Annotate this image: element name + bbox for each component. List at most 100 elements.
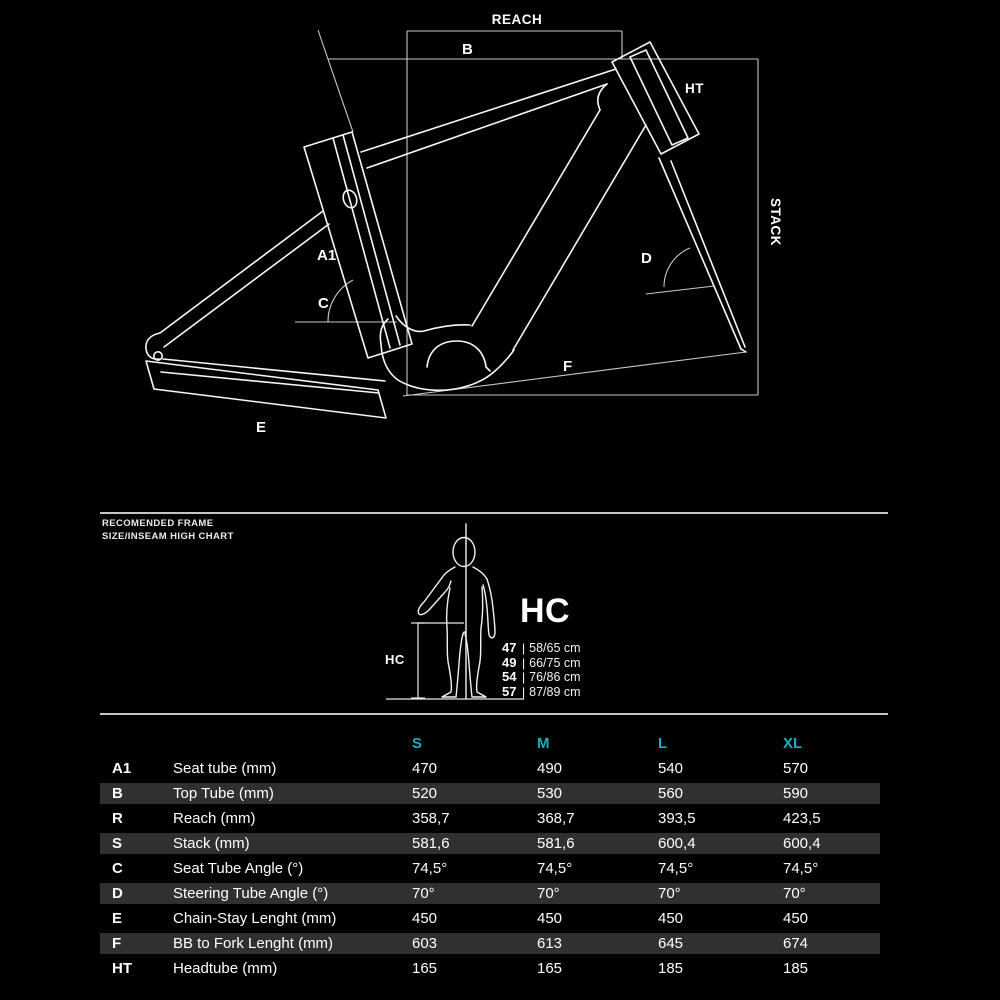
row-value: 450 bbox=[412, 910, 438, 927]
column-header: S bbox=[412, 735, 423, 752]
label-steering-angle: D bbox=[641, 250, 652, 267]
row-param: Chain-Stay Lenght (mm) bbox=[173, 910, 337, 927]
row-value: 490 bbox=[537, 760, 563, 777]
row-code: B bbox=[112, 785, 123, 802]
row-value: 165 bbox=[412, 960, 438, 977]
row-value: 560 bbox=[658, 785, 684, 802]
label-chainstay: E bbox=[256, 419, 266, 436]
hc-size-row: 57 |87/89 cm bbox=[502, 684, 581, 700]
row-code: D bbox=[112, 885, 123, 902]
row-value: 470 bbox=[412, 760, 438, 777]
hc-inseam-range: 87/89 cm bbox=[529, 685, 581, 700]
hc-size: 47 bbox=[502, 640, 517, 655]
diagram-labels: REACH B HT STACK A1 C D E F bbox=[256, 12, 783, 436]
row-param: Headtube (mm) bbox=[173, 960, 278, 977]
row-value: 74,5° bbox=[412, 860, 448, 877]
hc-size: 57 bbox=[502, 684, 517, 700]
hc-inseam-range: 76/86 cm bbox=[529, 670, 581, 685]
hc-chart-heading-line1: RECOMENDED FRAME bbox=[102, 518, 214, 529]
column-header: XL bbox=[783, 735, 803, 752]
row-param: Seat Tube Angle (°) bbox=[173, 860, 304, 877]
label-top-tube: B bbox=[462, 41, 473, 58]
row-value: 581,6 bbox=[537, 835, 575, 852]
row-code: E bbox=[112, 910, 123, 927]
row-value: 393,5 bbox=[658, 810, 696, 827]
label-headtube: HT bbox=[685, 81, 704, 96]
row-code: C bbox=[112, 860, 123, 877]
label-seat-tube: A1 bbox=[317, 247, 336, 264]
hc-separator: | bbox=[522, 670, 526, 685]
divider-top bbox=[100, 512, 888, 514]
row-value: 570 bbox=[783, 760, 809, 777]
table-row: R Reach (mm) 358,7 368,7 393,5 423,5 bbox=[100, 808, 880, 833]
row-value: 165 bbox=[537, 960, 563, 977]
hc-separator: | bbox=[522, 655, 526, 670]
hc-size: 54 bbox=[502, 669, 517, 685]
row-param: Steering Tube Angle (°) bbox=[173, 885, 329, 902]
hc-size-row: 54 |76/86 cm bbox=[502, 670, 581, 685]
row-value: 540 bbox=[658, 760, 684, 777]
label-bb-fork: F bbox=[563, 358, 572, 375]
row-value: 600,4 bbox=[658, 835, 696, 852]
row-value: 645 bbox=[658, 935, 684, 952]
label-seat-angle: C bbox=[318, 295, 329, 312]
row-code: R bbox=[112, 810, 123, 827]
hc-size: 49 bbox=[502, 654, 517, 670]
row-value: 70° bbox=[658, 885, 681, 902]
row-value: 520 bbox=[412, 785, 438, 802]
row-value: 74,5° bbox=[537, 860, 573, 877]
row-value: 368,7 bbox=[537, 810, 575, 827]
row-value: 581,6 bbox=[412, 835, 450, 852]
row-value: 530 bbox=[537, 785, 563, 802]
column-header: M bbox=[537, 735, 550, 752]
row-value: 185 bbox=[783, 960, 809, 977]
row-value: 358,7 bbox=[412, 810, 450, 827]
label-reach: REACH bbox=[492, 12, 543, 27]
table-row: S Stack (mm) 581,6 581,6 600,4 600,4 bbox=[100, 833, 880, 858]
row-value: 70° bbox=[412, 885, 435, 902]
row-value: 74,5° bbox=[658, 860, 694, 877]
table-row: D Steering Tube Angle (°) 70° 70° 70° 70° bbox=[100, 883, 880, 908]
frame-geometry-diagram: REACH B HT STACK A1 C D E F bbox=[145, 12, 783, 436]
row-code: A1 bbox=[112, 760, 132, 777]
row-value: 70° bbox=[537, 885, 560, 902]
table-row: A1 Seat tube (mm) 470 490 540 570 bbox=[100, 758, 880, 783]
table-row: F BB to Fork Lenght (mm) 603 613 645 674 bbox=[100, 933, 880, 958]
row-code: S bbox=[112, 835, 123, 852]
rider-figure-outline bbox=[417, 523, 496, 700]
column-header: L bbox=[658, 735, 668, 752]
hc-measure-label: HC bbox=[385, 652, 405, 667]
hc-separator: | bbox=[522, 641, 526, 655]
row-value: 423,5 bbox=[783, 810, 821, 827]
row-value: 450 bbox=[658, 910, 684, 927]
row-value: 450 bbox=[783, 910, 809, 927]
hc-title: HC bbox=[520, 592, 571, 630]
row-param: Stack (mm) bbox=[173, 835, 250, 852]
row-param: Seat tube (mm) bbox=[173, 760, 277, 777]
row-value: 603 bbox=[412, 935, 438, 952]
rider-figure-illustration: HC bbox=[385, 523, 524, 700]
row-value: 600,4 bbox=[783, 835, 821, 852]
row-code: HT bbox=[112, 960, 132, 977]
row-value: 674 bbox=[783, 935, 809, 952]
label-stack: STACK bbox=[768, 198, 783, 246]
row-param: Reach (mm) bbox=[173, 810, 256, 827]
row-param: BB to Fork Lenght (mm) bbox=[173, 935, 334, 952]
row-value: 613 bbox=[537, 935, 563, 952]
row-value: 70° bbox=[783, 885, 806, 902]
size-column-headers: S M L XL bbox=[100, 733, 888, 758]
hc-size-row: 47 |58/65 cm bbox=[502, 640, 581, 656]
hc-chart-heading-line2: SIZE/INSEAM HIGH CHART bbox=[102, 531, 234, 542]
inseam-measure-lines bbox=[386, 622, 524, 700]
row-code: F bbox=[112, 935, 122, 952]
hc-inseam-range: 58/65 cm bbox=[529, 641, 581, 655]
hc-separator: | bbox=[522, 685, 526, 700]
